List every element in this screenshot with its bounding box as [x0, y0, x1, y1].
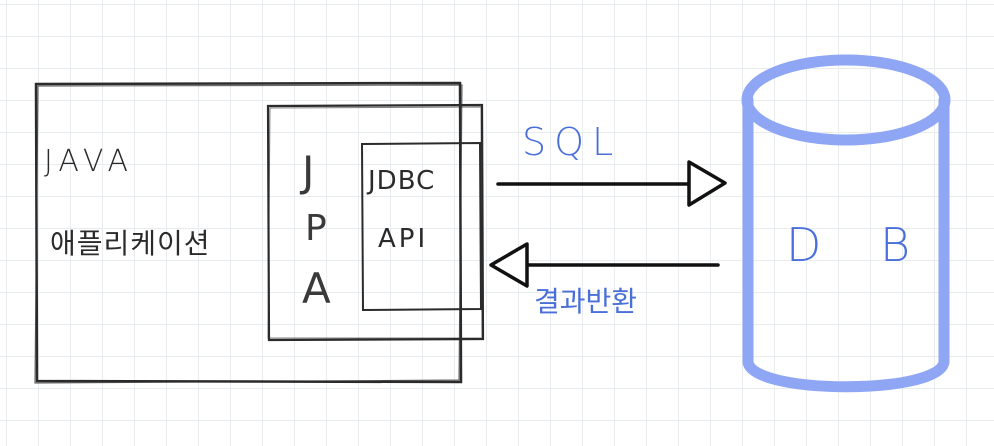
result-return-label: 결과반환: [534, 285, 638, 318]
jpa-letter-a: A: [302, 264, 331, 313]
database-cylinder: [741, 54, 951, 393]
java-app-box: [34, 81, 463, 384]
jpa-letter-j: J: [302, 147, 315, 196]
database-label: D B: [786, 218, 933, 272]
sql-arrow: [496, 160, 727, 207]
application-label: 애플리케이션: [50, 227, 211, 260]
jpa-letter-p: P: [305, 208, 327, 249]
api-label: API: [378, 224, 429, 254]
java-title: JAVA: [44, 144, 135, 179]
jpa-box: [266, 103, 485, 342]
jdbc-label: JDBC: [368, 166, 436, 196]
sql-label: SQL: [522, 120, 622, 164]
jdbc-api-box: [360, 141, 483, 312]
result-arrow: [489, 242, 720, 288]
